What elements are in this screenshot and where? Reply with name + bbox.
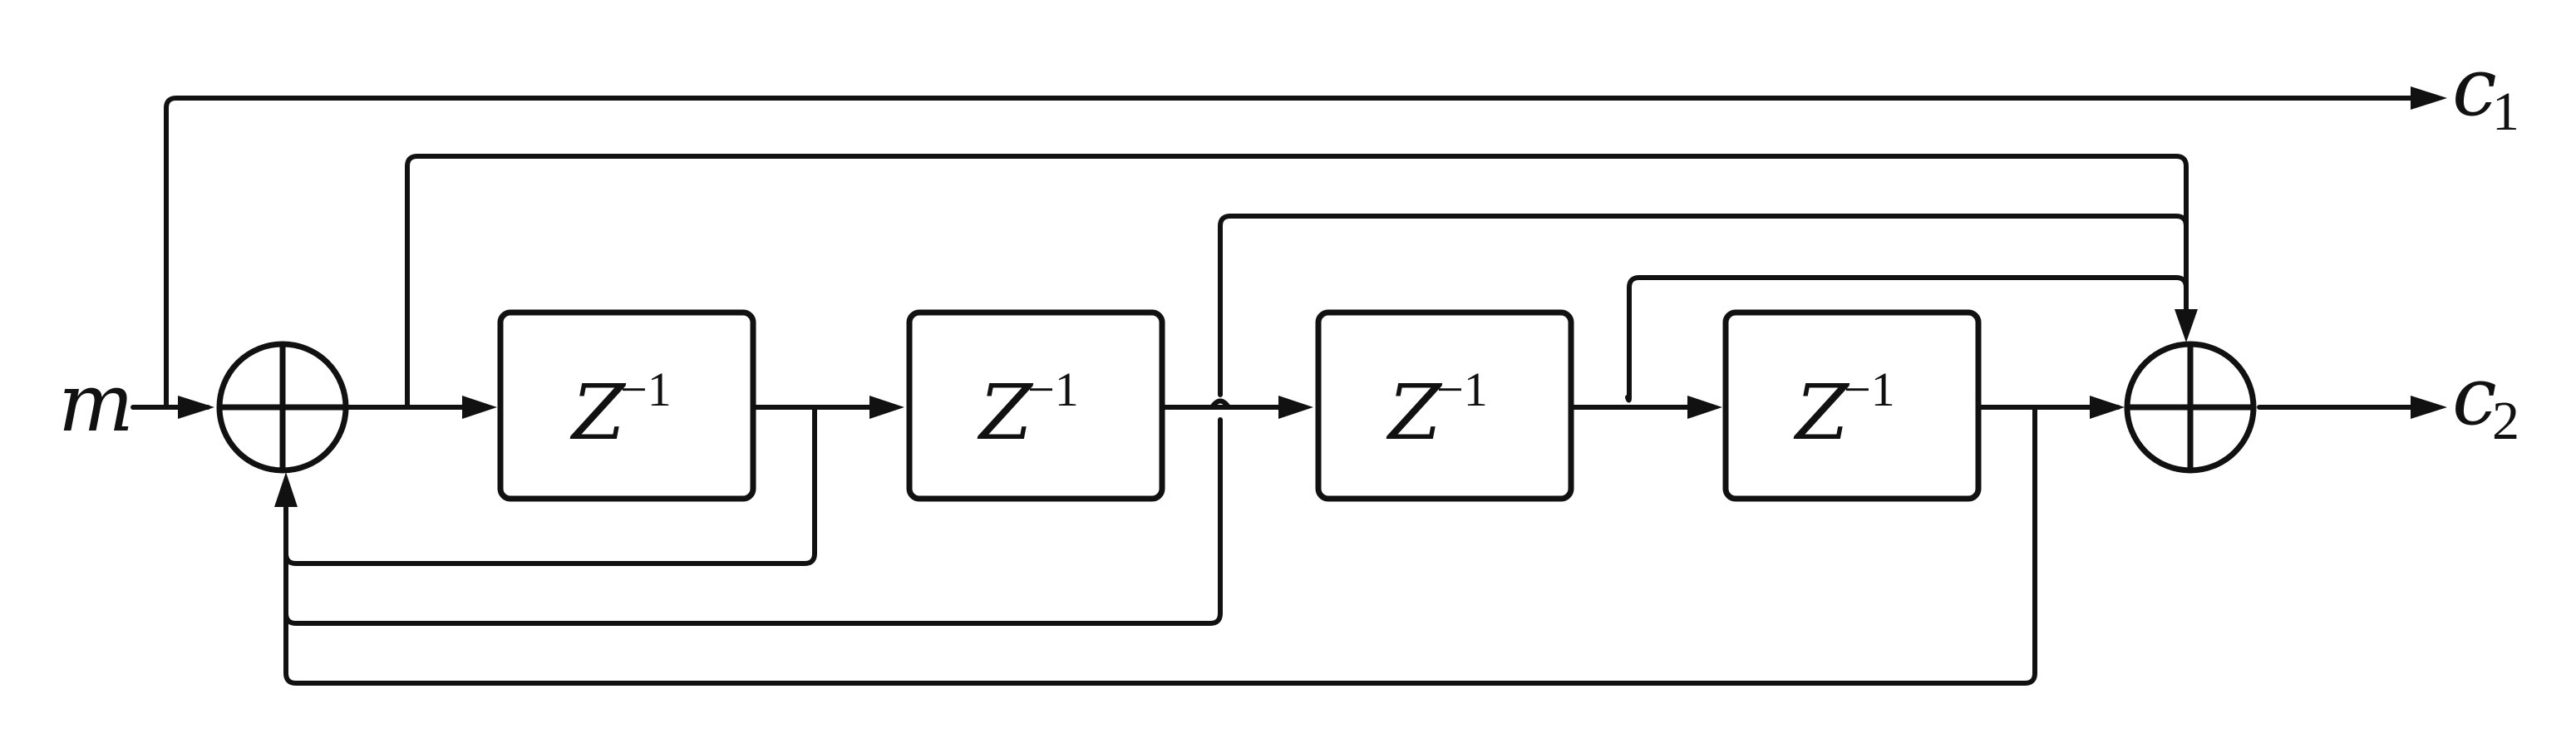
arrowhead-adder2-top: [2175, 309, 2198, 342]
delay-block-2-base: Z: [977, 368, 1034, 457]
output-c1-subscript: 1: [2492, 81, 2519, 142]
delay-block-4-base: Z: [1793, 368, 1850, 457]
delay-block-4-exponent: −1: [1844, 362, 1895, 416]
input-label-m: m: [58, 357, 134, 450]
arrowhead-into-adder2: [2090, 396, 2125, 419]
delay-block-1-base: Z: [569, 368, 627, 457]
delay-block-3-base: Z: [1386, 368, 1443, 457]
delay-block-3-exponent: −1: [1436, 362, 1488, 416]
adder-1: [216, 341, 349, 474]
delay-block-1-rect: [497, 309, 756, 502]
arrowhead-into-block3: [1278, 396, 1313, 419]
arrowhead-c1: [2411, 86, 2447, 110]
arrowhead-into-block2: [869, 396, 904, 419]
delay-block-4-rect: [1722, 309, 1982, 502]
arrowhead-c2: [2411, 396, 2447, 419]
wire-feedback-3: [283, 405, 2037, 686]
output-c2-subscript: 2: [2492, 391, 2519, 451]
delay-block-1: Z −1: [497, 309, 756, 502]
output-c2-symbol: c: [2452, 350, 2497, 443]
connection-wires: [131, 96, 2413, 686]
arrowhead-into-adder1: [178, 396, 214, 419]
output-c1-symbol: c: [2452, 41, 2497, 134]
arrowhead-adder1-bottom: [274, 472, 298, 507]
wire-feedforward-1: [405, 154, 2189, 410]
delay-block-3: Z −1: [1315, 309, 1574, 502]
wire-feedforward-3: [1625, 275, 2189, 403]
wire-input-to-c1: [164, 96, 2413, 410]
wire-feedforward-2: [1218, 214, 2189, 397]
arrowhead-into-block1: [462, 396, 497, 419]
delay-block-4: Z −1: [1722, 309, 1982, 502]
arrowhead-into-block4: [1687, 396, 1722, 419]
delay-block-3-rect: [1315, 309, 1574, 502]
output-label-c1: c 1: [2452, 41, 2519, 142]
output-label-c2: c 2: [2452, 350, 2519, 451]
adder-2: [2124, 341, 2257, 474]
arrowheads: [178, 86, 2447, 507]
wire-crossing-bump: [1209, 398, 1231, 410]
delay-block-2-exponent: −1: [1027, 362, 1079, 416]
delay-block-1-exponent: −1: [620, 362, 672, 416]
delay-block-2: Z −1: [906, 309, 1165, 502]
delay-block-2-rect: [906, 309, 1165, 502]
